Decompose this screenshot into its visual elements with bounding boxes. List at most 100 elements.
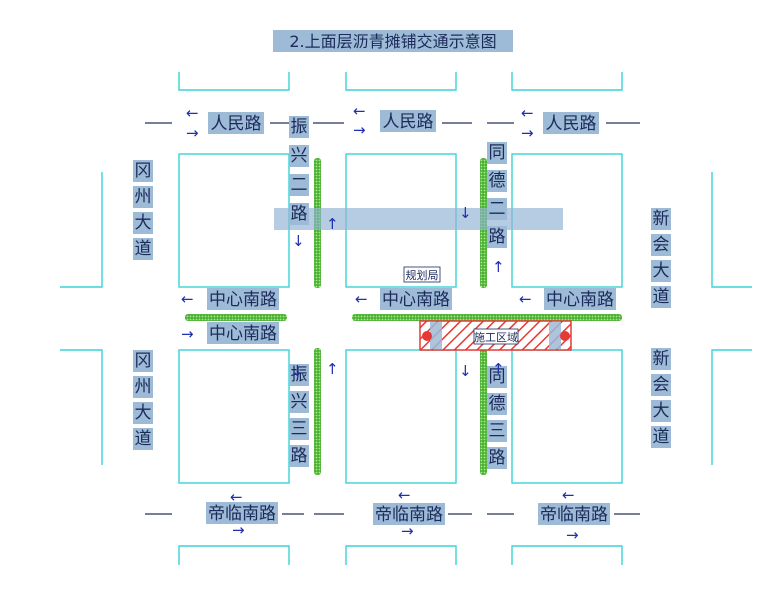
work-zone: 施工区域 xyxy=(419,320,572,351)
block-bottom-west-edge xyxy=(178,545,290,565)
arrow-left-icon: ← xyxy=(521,104,534,122)
road-label-char: 大 xyxy=(653,401,670,421)
road-label-char: 振 xyxy=(291,117,308,137)
arrow-up-icon: ↑ xyxy=(492,360,505,378)
road-label-char: 州 xyxy=(135,377,152,397)
block-left-upper-edge xyxy=(60,172,103,288)
road-label-char: 冈 xyxy=(135,351,152,371)
arrow-left-icon: ← xyxy=(181,290,194,308)
block-left-lower-edge xyxy=(60,349,103,465)
road-label-char: 兴 xyxy=(291,146,308,166)
work-zone-right-sign xyxy=(549,322,561,349)
road-label-char: 大 xyxy=(135,213,152,233)
road-label-char: 道 xyxy=(135,239,152,259)
road-label-renmin-center: 人民路 xyxy=(383,112,434,132)
block-northwest xyxy=(178,153,290,288)
arrow-right-icon: → xyxy=(186,124,199,142)
road-label-char: 三 xyxy=(489,421,506,441)
road-label-dilin-west: 帝临南路 xyxy=(208,504,276,524)
road-label-zhongxin-west-lower: 中心南路 xyxy=(209,324,277,344)
city-blocks xyxy=(60,72,752,565)
arrow-left-icon: ← xyxy=(519,290,532,308)
arrow-down-icon: ↓ xyxy=(291,362,304,380)
arrow-right-icon: → xyxy=(181,325,194,343)
road-label-renmin-east: 人民路 xyxy=(546,114,597,134)
road-label-char: 振 xyxy=(291,365,308,385)
arrow-left-icon: ← xyxy=(230,488,243,506)
arrow-left-icon: ← xyxy=(355,290,368,308)
block-bottom-east-edge xyxy=(511,545,623,565)
road-label-char: 新 xyxy=(653,209,670,229)
block-right-lower-edge xyxy=(711,349,752,465)
block-top-east-edge xyxy=(511,72,623,91)
median-zhenxing-south xyxy=(314,348,321,475)
road-label-char: 二 xyxy=(291,175,308,195)
arrow-left-icon: ← xyxy=(562,486,575,504)
road-label-char: 道 xyxy=(653,427,670,447)
road-lines xyxy=(145,122,640,515)
block-bottom-center-edge xyxy=(345,545,457,565)
road-label-char: 路 xyxy=(291,446,308,466)
arrow-up-icon: ↑ xyxy=(326,360,339,378)
road-label-char: 会 xyxy=(653,375,670,395)
arrow-up-icon: ↑ xyxy=(326,215,339,233)
road-label-dilin-center: 帝临南路 xyxy=(375,505,443,525)
work-zone-label: 施工区域 xyxy=(474,331,518,344)
road-label-char: 大 xyxy=(135,403,152,423)
road-label-char: 路 xyxy=(489,227,506,247)
direction-arrows: ← → ← → ← → ← → ← ← ↓ ↑ ↓ ↑ ↓ ↑ ↓ ↑ ← → … xyxy=(181,102,579,544)
arrow-left-icon: ← xyxy=(186,104,199,122)
planning-bureau: 规划局 xyxy=(403,266,441,283)
planning-bureau-label: 规划局 xyxy=(406,268,439,282)
road-label-char: 同 xyxy=(489,143,506,163)
road-label-zhongxin-center: 中心南路 xyxy=(382,290,450,310)
median-tongde-south xyxy=(480,348,487,475)
block-south-center xyxy=(345,349,457,484)
road-label-dilin-east: 帝临南路 xyxy=(540,505,608,525)
road-label-char: 道 xyxy=(653,287,670,307)
map-title: 2.上面层沥青摊铺交通示意图 xyxy=(273,30,513,52)
road-label-char: 同 xyxy=(489,367,506,387)
horizontal-road-labels: 人民路 人民路 人民路 中心南路 中心南路 中心南路 中心南路 帝临南路 帝临南… xyxy=(206,110,616,525)
warning-light-right xyxy=(560,331,570,341)
median-strips xyxy=(185,158,622,475)
block-top-west-edge xyxy=(178,72,290,91)
arrow-right-icon: → xyxy=(566,526,579,544)
block-top-center-edge xyxy=(345,72,457,91)
road-label-char: 路 xyxy=(489,448,506,468)
road-label-zhongxin-west-upper: 中心南路 xyxy=(209,290,277,310)
arrow-right-icon: → xyxy=(401,522,414,540)
map-title-text: 2.上面层沥青摊铺交通示意图 xyxy=(289,32,496,51)
road-label-char: 大 xyxy=(653,261,670,281)
arrow-down-icon: ↓ xyxy=(459,204,472,222)
road-label-char: 州 xyxy=(135,187,152,207)
road-label-char: 三 xyxy=(291,419,308,439)
road-label-char: 德 xyxy=(489,394,506,414)
arrow-left-icon: ← xyxy=(353,102,366,120)
warning-light-left xyxy=(422,331,432,341)
arrow-right-icon: → xyxy=(521,124,534,142)
road-label-char: 会 xyxy=(653,235,670,255)
arrow-left-icon: ← xyxy=(398,486,411,504)
block-southeast xyxy=(511,349,623,484)
road-label-char: 兴 xyxy=(291,392,308,412)
overlay-band xyxy=(274,208,563,230)
block-southwest xyxy=(178,349,290,484)
block-right-upper-edge xyxy=(711,172,752,288)
road-label-char: 新 xyxy=(653,349,670,369)
road-label-char: 路 xyxy=(291,204,308,224)
road-label-zhongxin-east: 中心南路 xyxy=(546,290,614,310)
road-label-char: 道 xyxy=(135,429,152,449)
road-label-char: 德 xyxy=(489,171,506,191)
road-label-char: 冈 xyxy=(135,161,152,181)
road-label-renmin-west: 人民路 xyxy=(211,114,262,134)
